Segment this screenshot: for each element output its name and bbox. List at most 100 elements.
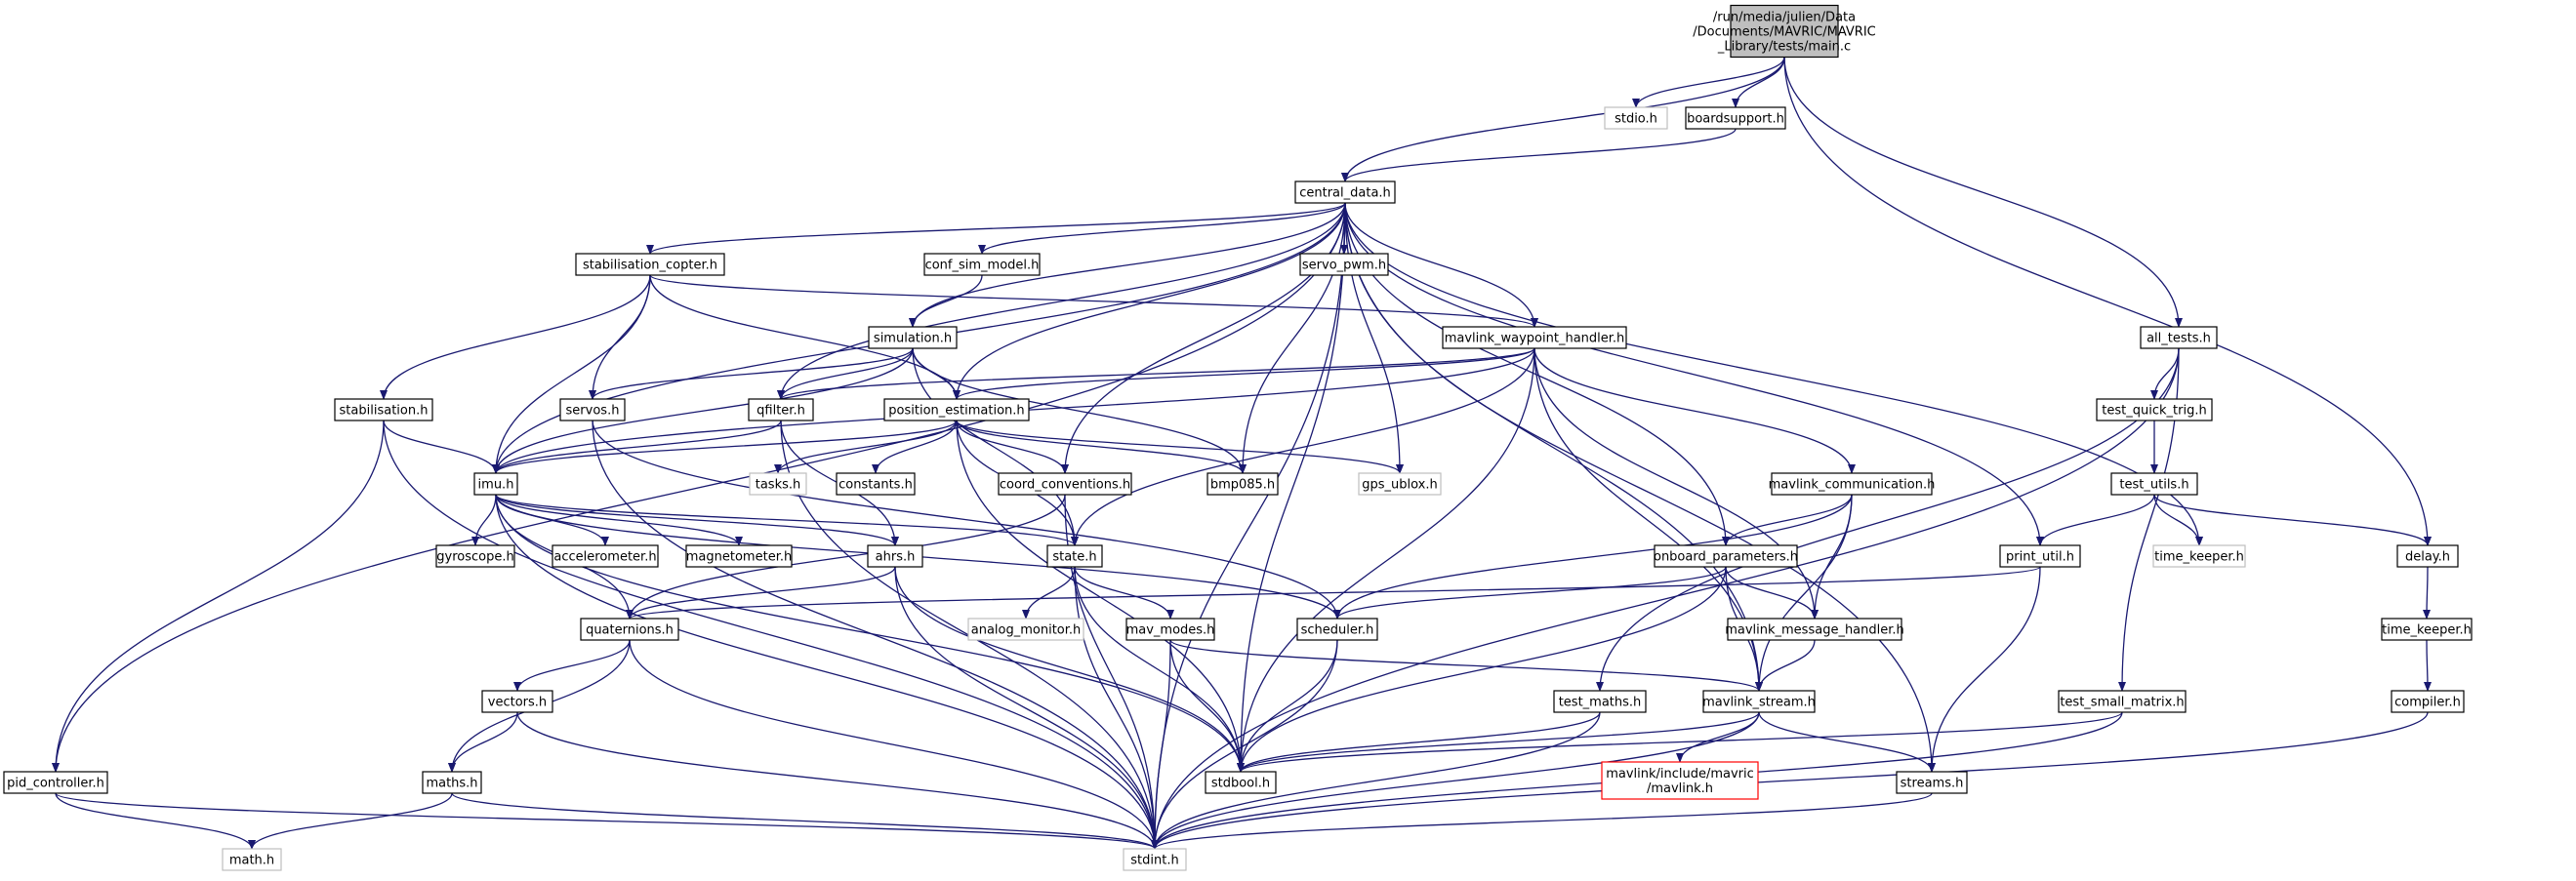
node-analog_monitor[interactable]: analog_monitor.h bbox=[967, 618, 1084, 641]
node-qfilter[interactable]: qfilter.h bbox=[748, 398, 814, 421]
node-central_data[interactable]: central_data.h bbox=[1294, 180, 1396, 204]
node-constants[interactable]: constants.h bbox=[836, 472, 916, 496]
node-test_maths[interactable]: test_maths.h bbox=[1553, 690, 1647, 713]
edge-main-to-central_data bbox=[1341, 57, 1785, 182]
edge-ahrs-to-quaternions bbox=[626, 566, 896, 620]
edge-print_util-to-quaternions bbox=[626, 566, 2041, 620]
node-mavlink_message_handler[interactable]: mavlink_message_handler.h bbox=[1725, 618, 1904, 641]
node-label: delay.h bbox=[2405, 550, 2450, 565]
node-label: boardsupport.h bbox=[1687, 112, 1784, 127]
node-stdio[interactable]: stdio.h bbox=[1604, 106, 1668, 130]
node-label: print_util.h bbox=[2006, 550, 2074, 565]
node-accelerometer[interactable]: accelerometer.h bbox=[552, 544, 659, 568]
node-label: test_maths.h bbox=[1559, 696, 1642, 710]
edge-servos-to-scheduler bbox=[592, 420, 1341, 620]
node-state[interactable]: state.h bbox=[1046, 544, 1103, 568]
edge-main-to-stdio bbox=[1632, 57, 1785, 108]
node-onboard_parameters[interactable]: onboard_parameters.h bbox=[1654, 544, 1798, 568]
node-label: vectors.h bbox=[488, 696, 547, 710]
node-tasks[interactable]: tasks.h bbox=[749, 472, 807, 496]
node-label: ahrs.h bbox=[876, 550, 916, 565]
node-label: qfilter.h bbox=[756, 404, 805, 419]
node-box bbox=[1727, 618, 1902, 641]
node-box bbox=[1654, 544, 1798, 568]
edge-central_data-to-simulation bbox=[909, 202, 1346, 328]
node-gps_ublox[interactable]: gps_ublox.h bbox=[1358, 472, 1442, 496]
edge-scheduler-to-stdint bbox=[1151, 639, 1338, 850]
node-math[interactable]: math.h bbox=[222, 848, 282, 871]
node-quaternions[interactable]: quaternions.h bbox=[580, 618, 679, 641]
node-delay[interactable]: delay.h bbox=[2396, 544, 2459, 568]
node-time_keeper_ext[interactable]: time_keeper.h bbox=[2152, 544, 2246, 568]
node-stdbool[interactable]: stdbool.h bbox=[1205, 771, 1277, 794]
node-label: simulation.h bbox=[874, 332, 952, 346]
node-label: test_small_matrix.h bbox=[2060, 696, 2184, 710]
node-imu[interactable]: imu.h bbox=[473, 472, 518, 496]
node-test_small_matrix[interactable]: test_small_matrix.h bbox=[2058, 690, 2187, 713]
edge-time_keeper-to-compiler bbox=[2423, 639, 2432, 692]
node-mavlink_waypoint_handler[interactable]: mavlink_waypoint_handler.h bbox=[1442, 326, 1627, 349]
edge-vectors-to-maths bbox=[448, 711, 518, 773]
edge-position_estimation-to-stdbool bbox=[956, 420, 1245, 773]
node-mav_modes[interactable]: mav_modes.h bbox=[1125, 618, 1215, 641]
edge-simulation-to-qfilter bbox=[777, 347, 914, 400]
edge-pid_controller-to-stdint bbox=[55, 792, 1159, 850]
edge-quaternions-to-vectors bbox=[513, 639, 631, 692]
node-mavlink_communication[interactable]: mavlink_communication.h bbox=[1769, 472, 1936, 496]
node-box bbox=[1896, 771, 1968, 794]
node-box bbox=[2391, 690, 2465, 713]
edge-central_data-to-conf_sim_model bbox=[978, 202, 1346, 255]
node-stabilisation_copter[interactable]: stabilisation_copter.h bbox=[575, 253, 725, 276]
edge-quaternions-to-stdint bbox=[629, 639, 1159, 850]
node-position_estimation[interactable]: position_estimation.h bbox=[883, 398, 1030, 421]
node-servos[interactable]: servos.h bbox=[559, 398, 626, 421]
node-box bbox=[748, 398, 814, 421]
node-coord_conventions[interactable]: coord_conventions.h bbox=[998, 472, 1132, 496]
edge-imu-to-gyroscope bbox=[471, 494, 497, 546]
node-ahrs[interactable]: ahrs.h bbox=[867, 544, 923, 568]
node-test_quick_trig[interactable]: test_quick_trig.h bbox=[2096, 398, 2213, 421]
edge-mavlink_waypoint_handler-to-mavlink_stream bbox=[1533, 347, 1763, 692]
edge-position_estimation-to-constants bbox=[872, 420, 958, 474]
node-simulation[interactable]: simulation.h bbox=[868, 326, 958, 349]
edge-stabilisation-to-imu bbox=[383, 420, 500, 474]
edge-mavlink_waypoint_handler-to-position_estimation bbox=[953, 347, 1535, 400]
node-box bbox=[481, 690, 553, 713]
node-label: /Documents/MAVRIC/MAVRIC bbox=[1693, 25, 1876, 40]
node-stabilisation[interactable]: stabilisation.h bbox=[334, 398, 433, 421]
node-pid_controller[interactable]: pid_controller.h bbox=[3, 771, 108, 794]
node-magnetometer[interactable]: magnetometer.h bbox=[685, 544, 793, 568]
node-mavlink_h[interactable]: mavlink/include/mavric/mavlink.h bbox=[1601, 761, 1759, 800]
node-scheduler[interactable]: scheduler.h bbox=[1296, 618, 1378, 641]
node-print_util[interactable]: print_util.h bbox=[1999, 544, 2081, 568]
node-servo_pwm[interactable]: servo_pwm.h bbox=[1299, 253, 1389, 276]
node-box bbox=[3, 771, 108, 794]
node-all_tests[interactable]: all_tests.h bbox=[2140, 326, 2218, 349]
edge-mavlink_stream-to-stdbool bbox=[1237, 711, 1760, 773]
node-box bbox=[2396, 544, 2459, 568]
node-label: gps_ublox.h bbox=[1362, 478, 1438, 493]
node-main[interactable]: /run/media/julien/Data/Documents/MAVRIC/… bbox=[1693, 4, 1876, 59]
edge-onboard_parameters-to-stdbool bbox=[1237, 566, 1727, 773]
node-vectors[interactable]: vectors.h bbox=[481, 690, 553, 713]
node-box bbox=[1771, 472, 1933, 496]
node-box bbox=[334, 398, 433, 421]
node-bmp085[interactable]: bmp085.h bbox=[1206, 472, 1279, 496]
edge-main-to-boardsupport bbox=[1732, 57, 1785, 108]
node-label: pid_controller.h bbox=[7, 777, 104, 791]
node-boardsupport[interactable]: boardsupport.h bbox=[1685, 106, 1786, 130]
node-mavlink_stream[interactable]: mavlink_stream.h bbox=[1702, 690, 1816, 713]
node-compiler[interactable]: compiler.h bbox=[2391, 690, 2465, 713]
edge-imu-to-stdbool bbox=[495, 494, 1245, 773]
edge-central_data-to-mavlink_stream bbox=[1344, 202, 1763, 692]
node-time_keeper[interactable]: time_keeper.h bbox=[2381, 618, 2473, 641]
node-stdint[interactable]: stdint.h bbox=[1123, 848, 1187, 871]
node-streams[interactable]: streams.h bbox=[1896, 771, 1968, 794]
node-label: stdint.h bbox=[1130, 854, 1178, 868]
node-maths[interactable]: maths.h bbox=[422, 771, 482, 794]
node-conf_sim_model[interactable]: conf_sim_model.h bbox=[923, 253, 1041, 276]
node-gyroscope[interactable]: gyroscope.h bbox=[435, 544, 515, 568]
node-box bbox=[1294, 180, 1396, 204]
node-test_utils[interactable]: test_utils.h bbox=[2110, 472, 2198, 496]
